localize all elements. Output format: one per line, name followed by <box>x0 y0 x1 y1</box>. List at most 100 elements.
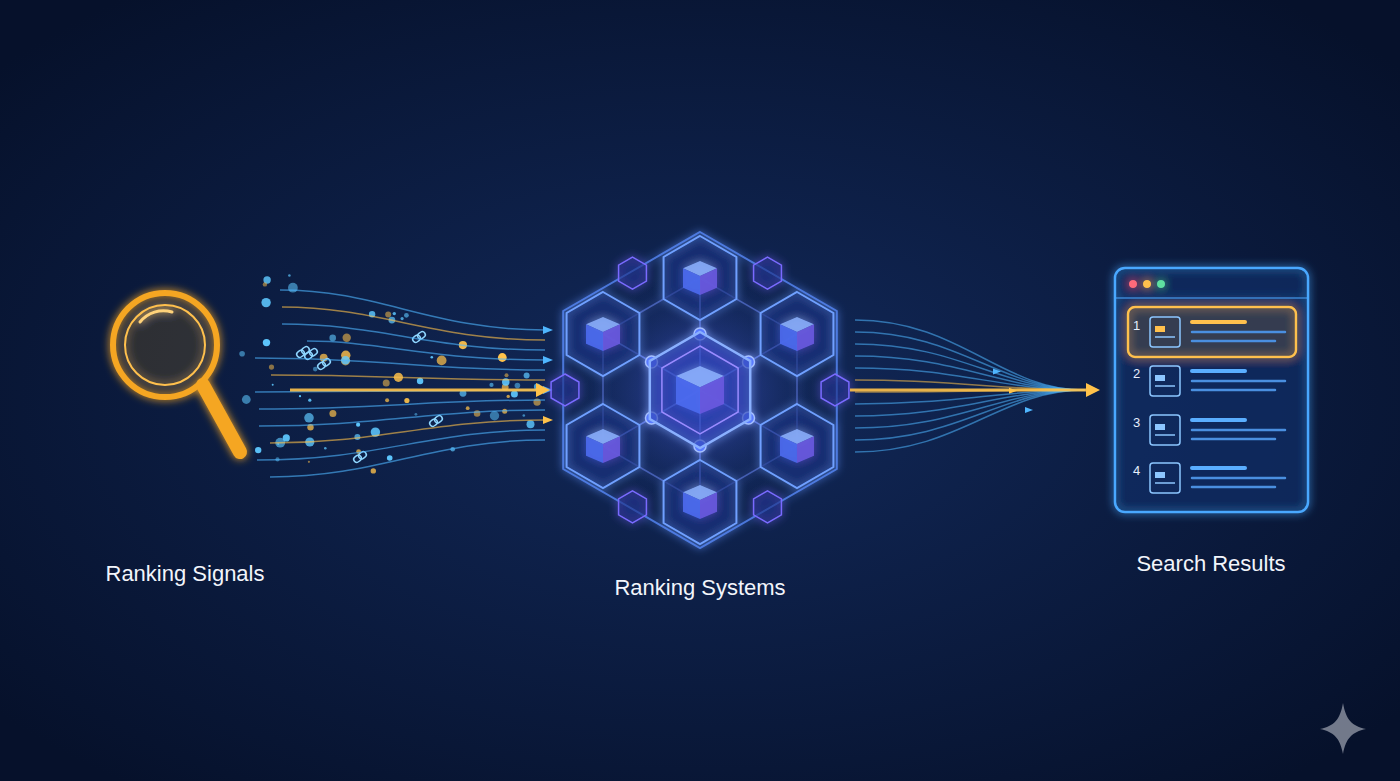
small-hex <box>754 257 782 289</box>
core-hex-inner <box>662 346 738 434</box>
particle <box>308 461 310 463</box>
signal-particles <box>239 274 541 473</box>
particle <box>393 312 396 315</box>
particle <box>437 356 447 366</box>
outer-hex <box>563 232 837 548</box>
sat-hex <box>761 404 834 488</box>
flow-head <box>1025 407 1033 413</box>
particle <box>415 413 418 416</box>
flow-line <box>855 344 1085 390</box>
particle <box>387 455 393 461</box>
results-window <box>1115 268 1308 512</box>
cube <box>683 261 717 295</box>
rank-number: 2 <box>1133 366 1140 382</box>
flow-line <box>855 356 1085 390</box>
cube <box>676 366 724 414</box>
result-icon <box>1150 317 1180 347</box>
flow-line <box>255 358 545 370</box>
flow-line <box>257 430 545 460</box>
particle <box>401 317 404 320</box>
result-icon <box>1150 415 1180 445</box>
link-icon <box>429 415 444 428</box>
particle <box>489 383 493 387</box>
flow-line <box>307 341 545 360</box>
result-icon-fill <box>1155 326 1165 332</box>
particle <box>527 420 535 428</box>
particle <box>239 351 245 357</box>
connector-line <box>850 389 1088 392</box>
flow-line <box>259 400 545 409</box>
flow-head <box>993 369 1001 375</box>
flow-head <box>543 416 553 424</box>
illustration-node: Ranking Signals <box>80 285 290 588</box>
flow-line <box>855 390 1085 428</box>
cube <box>780 317 814 351</box>
flow-connector <box>290 383 550 397</box>
flow-line <box>282 307 545 340</box>
particle <box>505 373 509 377</box>
particle <box>534 383 541 390</box>
flow-line <box>855 390 1085 440</box>
illustration-node: Ranking Systems <box>550 225 850 602</box>
cube <box>780 429 814 463</box>
particle <box>417 378 423 384</box>
flow-line <box>855 380 1085 390</box>
result-title <box>1192 369 1245 373</box>
sat-hex <box>761 292 834 376</box>
particle <box>404 398 409 403</box>
node-caption: Search Results <box>1100 550 1322 578</box>
particle <box>288 283 298 293</box>
particle <box>515 383 521 389</box>
flow-line <box>270 440 545 477</box>
particle <box>523 414 526 417</box>
particle <box>272 384 274 386</box>
result-title <box>1192 320 1245 324</box>
result-title <box>1192 418 1245 422</box>
flow-line <box>855 368 1085 390</box>
sat-hex <box>664 460 737 544</box>
particle <box>404 313 409 318</box>
particle <box>343 334 351 342</box>
particle <box>255 447 261 453</box>
particle <box>329 335 336 342</box>
result-icon-fill <box>1155 375 1165 381</box>
particle <box>261 298 270 307</box>
particle <box>466 406 470 410</box>
particle <box>263 282 267 286</box>
core-hex <box>650 332 750 448</box>
particle <box>329 410 336 417</box>
particle <box>383 380 390 387</box>
particle <box>304 413 314 423</box>
link-icon <box>412 331 427 344</box>
rank-number: 3 <box>1133 415 1140 431</box>
rank-number: 4 <box>1133 463 1140 479</box>
particle <box>385 398 389 402</box>
small-hex <box>821 374 849 406</box>
particle <box>524 373 530 379</box>
sat-hex <box>567 292 640 376</box>
arrow-head <box>1086 383 1100 397</box>
flow-head <box>543 326 553 334</box>
sat-hex <box>567 404 640 488</box>
flow-connector <box>850 383 1100 397</box>
arrow-head <box>536 383 550 397</box>
particle <box>356 423 360 427</box>
cube <box>683 485 717 519</box>
flow-line <box>855 332 1085 390</box>
particle <box>242 395 251 404</box>
sat-hex <box>664 236 737 320</box>
particle <box>511 391 518 398</box>
small-hex <box>551 374 579 406</box>
particle <box>431 356 434 359</box>
particle <box>490 411 499 420</box>
flow-line <box>282 324 545 350</box>
sparkle-watermark <box>1320 703 1366 754</box>
particle <box>385 312 391 318</box>
result-icon-fill <box>1155 424 1165 430</box>
node-caption: Ranking Systems <box>550 574 850 602</box>
flow-line <box>855 320 1085 390</box>
flow-line <box>259 410 545 426</box>
